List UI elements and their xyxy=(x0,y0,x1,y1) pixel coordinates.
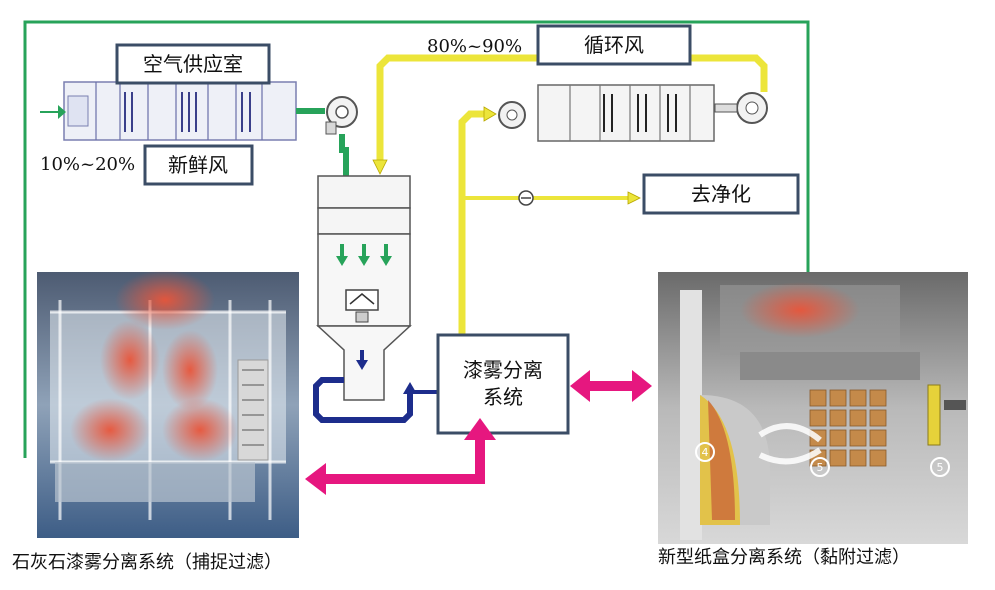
circulation-loop-arrow xyxy=(313,377,413,423)
panel-badge-4: 4 xyxy=(695,442,715,462)
panel-badge-5a: 5 xyxy=(810,457,830,477)
right-double-arrow xyxy=(570,370,652,402)
air-supply-unit xyxy=(63,81,297,141)
separation-system-text-2: 系统 xyxy=(483,385,523,409)
panel-badge-4-text: 4 xyxy=(702,446,709,459)
left-caption: 石灰石漆雾分离系统（捕捉过滤） xyxy=(12,552,282,573)
limestone-separation-illustration xyxy=(37,270,299,538)
fresh-air-pct: 10%~20% xyxy=(40,154,135,175)
panel-badge-5b-text: 5 xyxy=(937,461,944,474)
supply-fan-icon xyxy=(325,96,358,135)
recirculated-air-text: 循环风 xyxy=(584,33,644,57)
carton-separation-illustration: 4 5 5 xyxy=(658,272,968,544)
separation-system-text-1: 漆雾分离 xyxy=(463,358,543,382)
purification-damper-icon xyxy=(518,190,534,206)
left-double-arrow xyxy=(305,418,496,495)
recirculation-unit xyxy=(537,84,715,142)
recirculated-air-label: 循环风 xyxy=(536,24,692,66)
fresh-air-label: 新鲜风 xyxy=(143,144,254,186)
fan-to-booth-duct xyxy=(339,134,349,176)
right-caption: 新型纸盒分离系统（黏附过滤） xyxy=(658,547,910,568)
paint-booth-column xyxy=(316,175,412,401)
recirculation-fan-icon xyxy=(498,101,526,129)
air-supply-room-text: 空气供应室 xyxy=(143,52,243,76)
separation-system-box: 漆雾分离 系统 xyxy=(436,333,570,435)
return-fan-icon xyxy=(714,92,768,124)
to-purification-text: 去净化 xyxy=(691,182,751,206)
air-supply-room-label: 空气供应室 xyxy=(115,43,271,85)
exhaust-riser-duct xyxy=(458,110,486,335)
fresh-air-text: 新鲜风 xyxy=(168,153,228,177)
panel-badge-5b: 5 xyxy=(930,457,950,477)
recirculated-air-pct: 80%~90% xyxy=(427,36,522,57)
fresh-air-inlet-arrow xyxy=(40,105,66,119)
to-purification-label: 去净化 xyxy=(642,173,800,215)
panel-badge-5a-text: 5 xyxy=(817,461,824,474)
